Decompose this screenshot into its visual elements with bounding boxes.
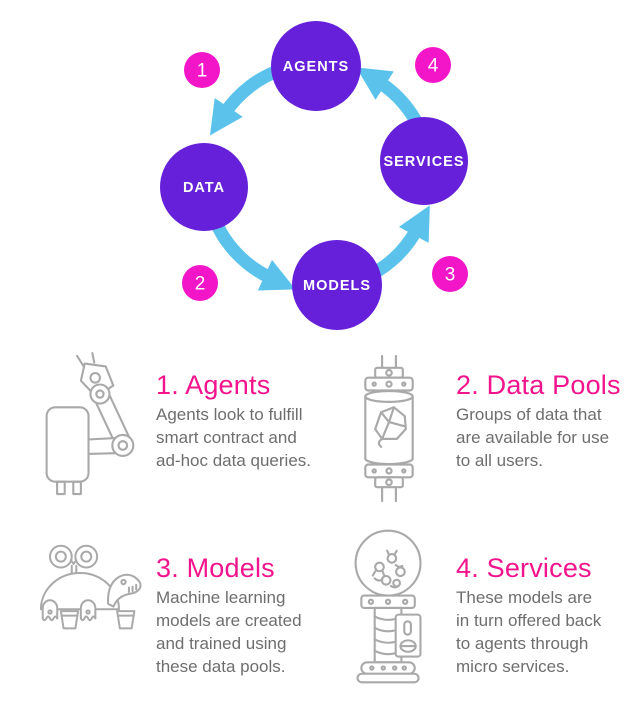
robot-arm-icon	[30, 345, 148, 520]
arrow-data-to-models-icon	[207, 215, 296, 291]
section-body-data-pools: Groups of data that are available for us…	[456, 405, 610, 471]
section-heading-models: 3. Models	[156, 553, 275, 583]
section-body-agents: Agents look to fulfill smart contract an…	[156, 405, 311, 471]
node-label-data: DATA	[183, 180, 225, 196]
section-agents: 1. Agents Agents look to fulfill smart c…	[30, 345, 330, 520]
node-label-services: SERVICES	[383, 154, 464, 170]
node-label-agents: AGENTS	[283, 59, 349, 75]
section-body-services: These models are in turn offered back to…	[456, 588, 602, 677]
step-badge-2-number: 2	[195, 274, 206, 295]
cycle-node-agents	[271, 21, 361, 111]
data-canister-icon	[330, 345, 448, 520]
wind-up-turtle-icon	[30, 520, 148, 707]
section-heading-agents: 1. Agents	[156, 370, 271, 400]
step-badge-2	[182, 265, 218, 301]
section-models: 3. Models Machine learning models are cr…	[30, 520, 330, 707]
step-badge-4	[415, 47, 451, 83]
arrow-models-to-services-icon	[370, 205, 430, 279]
section-heading-data-pools: 2. Data Pools	[456, 370, 621, 400]
robot-dispenser-icon	[330, 520, 448, 707]
step-badge-3-number: 3	[445, 265, 456, 286]
cycle-node-models	[292, 240, 382, 330]
cycle-diagram: AGENTS DATA MODELS SERVICES 1 2 3 4	[160, 21, 468, 330]
step-badge-4-number: 4	[428, 56, 439, 77]
cycle-node-data	[160, 143, 248, 231]
node-label-models: MODELS	[303, 278, 371, 294]
cycle-node-services	[380, 117, 468, 205]
info-sections: 1. Agents Agents look to fulfill smart c…	[0, 345, 640, 707]
section-data-pools: 2. Data Pools Groups of data that are av…	[330, 345, 640, 520]
section-body-models: Machine learning models are created and …	[156, 588, 302, 677]
step-badge-3	[432, 256, 468, 292]
step-badge-1-number: 1	[197, 61, 208, 82]
section-heading-services: 4. Services	[456, 553, 592, 583]
section-services: 4. Services These models are in turn off…	[330, 520, 640, 707]
step-badge-1	[184, 52, 220, 88]
